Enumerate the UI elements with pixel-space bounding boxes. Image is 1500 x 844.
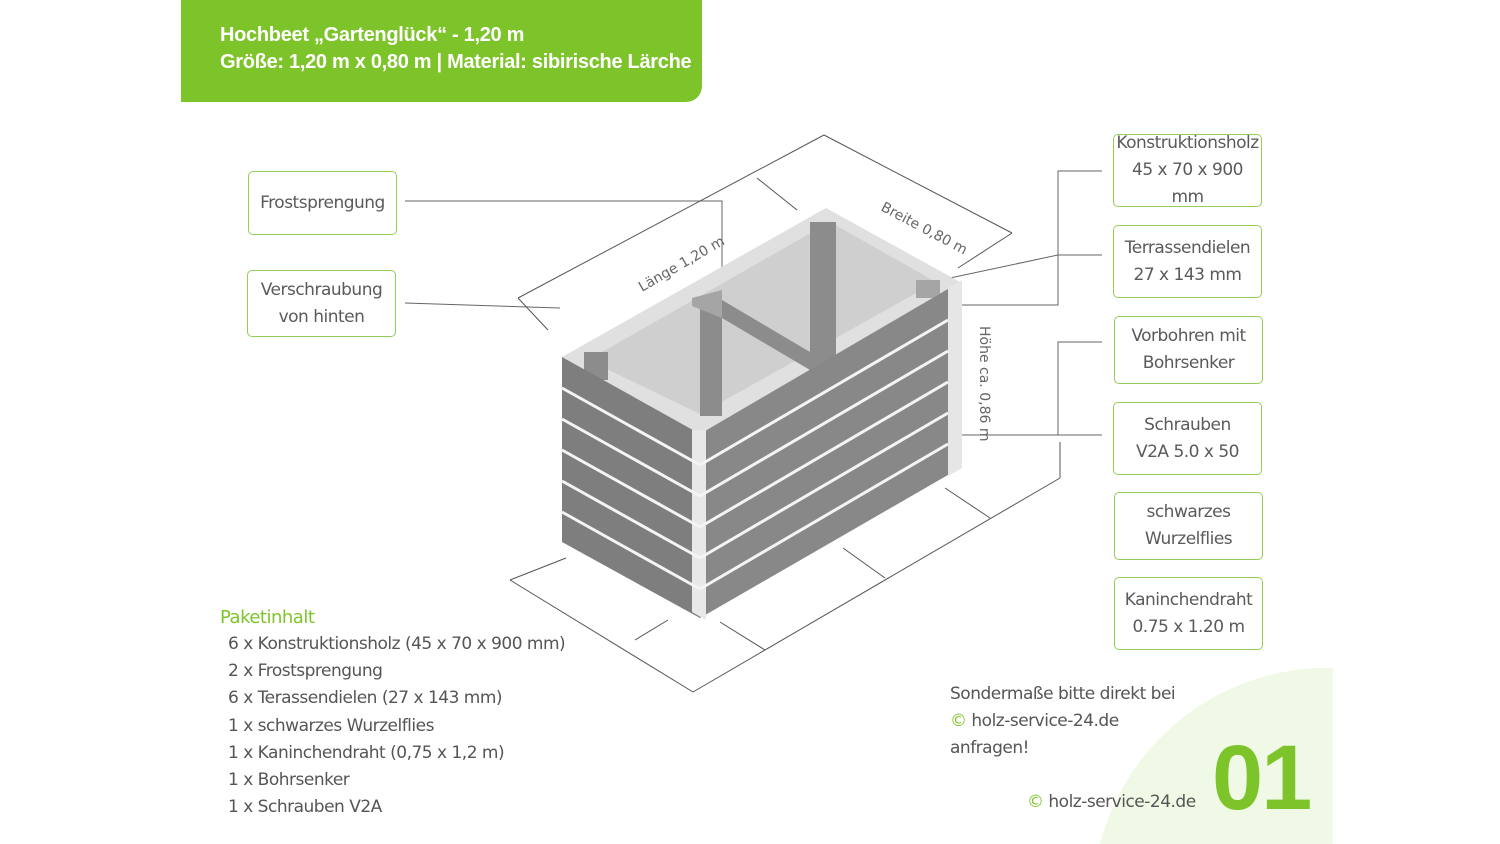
- package-item: 2 x Frostsprengung: [228, 661, 383, 682]
- corner-circle-decoration: [1100, 667, 1333, 844]
- label-wurzelflies: schwarzes Wurzelflies: [1114, 492, 1263, 560]
- package-title: Paketinhalt: [220, 607, 315, 628]
- package-item: 1 x Schrauben V2A: [228, 797, 382, 818]
- label-verschraubung: Verschraubung von hinten: [247, 270, 396, 337]
- package-item: 6 x Konstruktionsholz (45 x 70 x 900 mm): [228, 634, 566, 654]
- note-line-1: Sondermaße bitte direkt bei: [950, 684, 1176, 704]
- note-line-2: © holz-service-24.de: [950, 708, 1175, 735]
- label-konstruktionsholz-text: Konstruktionsholz 45 x 70 x 900 mm: [1116, 133, 1259, 207]
- label-frostsprengung: Frostsprengung: [248, 171, 397, 235]
- label-terrassendielen: Terrassendielen 27 x 143 mm: [1113, 225, 1262, 298]
- note-line-3: anfragen!: [950, 738, 1029, 758]
- subtitle: Größe: 1,20 m x 0,80 m | Material: sibir…: [220, 51, 692, 73]
- height-label: Höhe ca. 0,86 m: [976, 326, 992, 441]
- title-banner: Hochbeet „Gartenglück“ - 1,20 m Größe: 1…: [181, 0, 702, 102]
- label-konstruktionsholz: Konstruktionsholz 45 x 70 x 900 mm: [1113, 133, 1262, 207]
- package-item: 1 x Bohrsenker: [228, 770, 350, 791]
- label-kaninchendraht-text: Kaninchendraht 0.75 x 1.20 m: [1124, 589, 1253, 637]
- plank-lines: [561, 318, 949, 591]
- label-kaninchendraht: Kaninchendraht 0.75 x 1.20 m: [1114, 577, 1263, 650]
- label-terrassendielen-text: Terrassendielen 27 x 143 mm: [1124, 237, 1251, 285]
- footer-copyright: © holz-service-24.de: [1027, 792, 1196, 812]
- package-contents: Paketinhalt 6 x Konstruktionsholz (45 x …: [220, 604, 566, 821]
- label-frostsprengung-text: Frostsprengung: [260, 192, 385, 213]
- label-schrauben-text: Schrauben V2A 5.0 x 50: [1135, 414, 1240, 462]
- package-item: 1 x schwarzes Wurzelflies: [228, 715, 434, 736]
- raised-bed-box: [561, 208, 962, 620]
- copyright-icon: ©: [1027, 792, 1044, 812]
- label-schrauben: Schrauben V2A 5.0 x 50: [1113, 402, 1262, 475]
- label-vorbohren: Vorbohren mit Bohrsenker: [1114, 316, 1263, 384]
- footer-site-link[interactable]: holz-service-24.de: [1048, 792, 1196, 812]
- title: Hochbeet „Gartenglück“ - 1,20 m: [220, 24, 525, 46]
- label-wurzelflies-text: schwarzes Wurzelflies: [1144, 502, 1233, 549]
- package-item: 6 x Terassendielen (27 x 143 mm): [228, 688, 503, 709]
- label-vorbohren-text: Vorbohren mit Bohrsenker: [1131, 326, 1246, 373]
- label-verschraubung-text: Verschraubung von hinten: [260, 279, 383, 327]
- custom-size-note: Sondermaße bitte direkt bei © holz-servi…: [950, 681, 1176, 762]
- package-item: 1 x Kaninchendraht (0,75 x 1,2 m): [228, 742, 505, 763]
- dimension-lines: [509, 134, 1061, 693]
- page-number: 01: [1212, 727, 1312, 829]
- note-site-link[interactable]: holz-service-24.de: [971, 711, 1119, 731]
- copyright-icon: ©: [950, 711, 967, 731]
